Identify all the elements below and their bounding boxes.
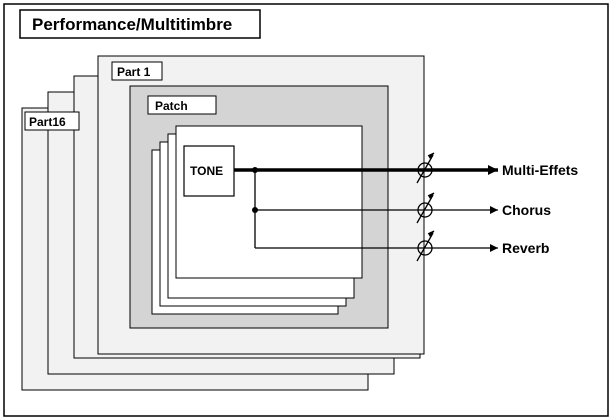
patch-label-box	[147, 95, 217, 115]
reverb-output-label: Reverb	[502, 240, 549, 256]
part16-label: Part16	[29, 115, 66, 129]
chorus-send-level-icon	[416, 192, 435, 224]
reverb-send-level-icon	[416, 230, 435, 262]
junction-dot	[252, 167, 258, 173]
title-box	[19, 9, 261, 39]
multi-effects-send-level-icon	[416, 152, 435, 184]
part1-label: Part 1	[117, 65, 151, 79]
part16-label-box	[24, 111, 80, 131]
patch-label: Patch	[155, 99, 188, 113]
chorus-output-label: Chorus	[502, 202, 551, 218]
multi-effects-output-label: Multi-Effets	[502, 162, 578, 178]
tone-label: TONE	[190, 164, 223, 178]
diagram-title: Performance/Multitimbre	[32, 15, 232, 34]
part1-label-box	[111, 61, 163, 81]
